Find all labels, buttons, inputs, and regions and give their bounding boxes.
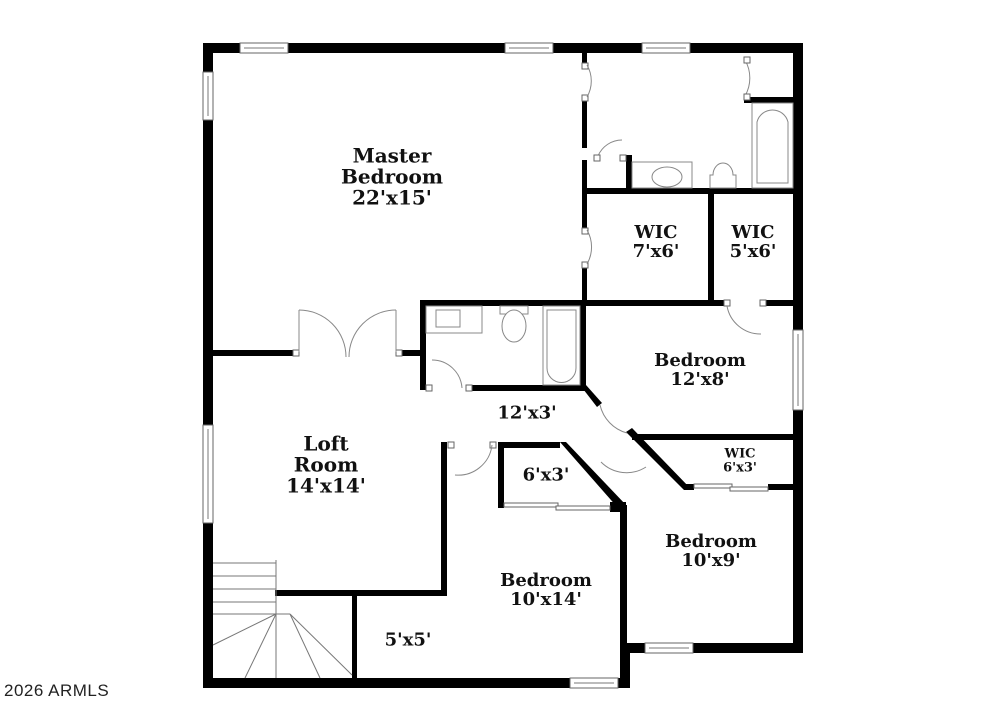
room-label-wic-2: WIC 5'x6' (729, 222, 777, 262)
room-dimensions: 22'x15' (352, 185, 432, 210)
room-name-line1: Loft (303, 431, 349, 456)
room-name-line1: Master (352, 143, 432, 168)
room-label-hallway: 12'x3' (497, 402, 557, 424)
room-label-loft-room: Loft Room 14'x14' (286, 431, 366, 498)
room-dimensions: 10'x14' (510, 589, 582, 610)
room-label-master-bedroom: Master Bedroom 22'x15' (341, 143, 443, 210)
room-name: WIC (634, 222, 678, 244)
staircase (212, 560, 353, 679)
room-label-wic-1: WIC 7'x6' (632, 222, 680, 262)
room-dimensions: 5'x5' (384, 629, 432, 651)
room-name-line2: Room (293, 452, 359, 477)
room-label-wic-3: WIC 6'x3' (723, 447, 757, 474)
room-dimensions: 12'x3' (497, 402, 557, 424)
room-name-line2: Bedroom (341, 164, 443, 189)
room-name: Bedroom (654, 350, 746, 372)
room-label-bedroom-4: Bedroom 10'x9' (665, 531, 757, 571)
room-label-closet-5x5: 5'x5' (384, 629, 432, 651)
closet-sliding-doors (503, 483, 769, 511)
room-dimensions: 14'x14' (286, 473, 366, 498)
interior-walls (213, 53, 803, 680)
room-name: WIC (731, 222, 775, 244)
room-name: Bedroom (500, 570, 592, 592)
doors (292, 56, 767, 476)
room-dimensions: 10'x9' (681, 550, 741, 571)
room-label-bedroom-2: Bedroom 12'x8' (654, 350, 746, 390)
fixtures (425, 102, 794, 386)
room-name: WIC (724, 446, 756, 462)
room-dimensions: 7'x6' (632, 241, 680, 262)
room-dimensions: 12'x8' (670, 369, 730, 390)
windows (202, 42, 804, 689)
room-name: Bedroom (665, 531, 757, 553)
room-dimensions: 6'x3' (522, 464, 570, 486)
room-dimensions: 6'x3' (723, 460, 757, 475)
room-label-bedroom-3: Bedroom 10'x14' (500, 570, 592, 610)
room-label-closet-6x3: 6'x3' (522, 464, 570, 486)
copyright-watermark: 2026 ARMLS (4, 681, 110, 700)
room-dimensions: 5'x6' (729, 241, 777, 262)
